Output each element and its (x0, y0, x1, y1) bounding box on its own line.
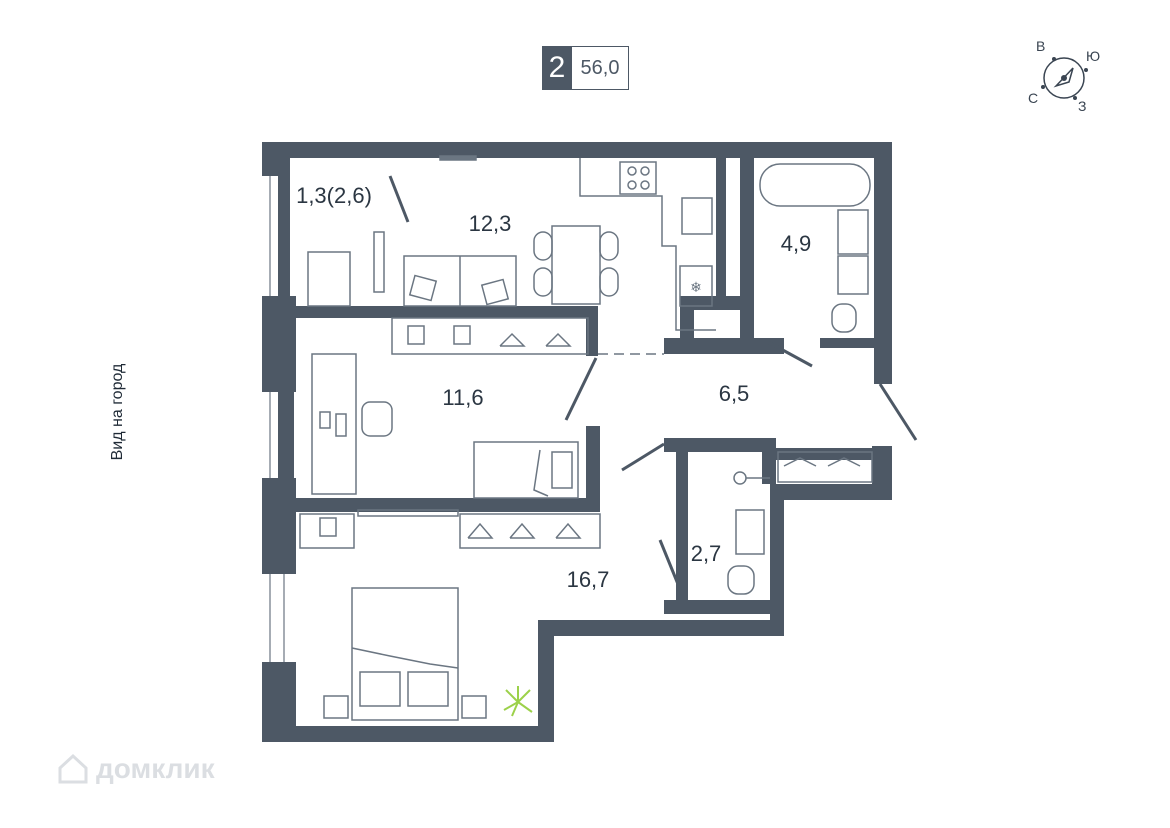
doors (388, 175, 918, 595)
watermark-text: домклик (96, 753, 215, 784)
room-area-living: 11,6 (442, 385, 484, 410)
compass-icon: В Ю З С (1024, 38, 1104, 118)
plant-icon (503, 686, 533, 717)
room-area-hall: 6,5 (718, 381, 750, 406)
compass-south: З (1078, 98, 1087, 114)
wardrobe-living (391, 317, 589, 355)
svg-text:❄: ❄ (690, 279, 702, 295)
shower-drain-icon (733, 471, 747, 485)
room-area-bedroom: 16,7 (566, 567, 610, 592)
wardrobe-bedroom (459, 513, 601, 549)
total-area: 56,0 (572, 46, 629, 90)
furniture: ❄ (299, 155, 873, 721)
bathtub (759, 163, 871, 207)
kitchen-sink-icon (681, 197, 713, 235)
house-icon (58, 753, 88, 784)
stove-icon (619, 161, 657, 195)
balcony-cabinet (307, 251, 351, 307)
room-count: 2 (542, 46, 572, 90)
fridge-icon (679, 265, 713, 307)
single-bed (473, 441, 579, 499)
interior-walls (278, 158, 876, 614)
wc-toilet-icon (727, 565, 755, 595)
office-chair (361, 401, 393, 437)
room-area-kitchen: 12,3 (468, 211, 512, 236)
room-area-wc: 2,7 (690, 541, 722, 566)
washing-machine-icon (837, 255, 869, 295)
compass-east: Ю (1086, 48, 1101, 64)
room-area-balcony: 1,3(2,6) (296, 183, 372, 208)
dining-table (551, 225, 601, 305)
room-area-bathroom: 4,9 (780, 231, 812, 256)
watermark-logo: домклик (56, 752, 215, 786)
desk (311, 353, 357, 495)
compass-rose (1041, 57, 1088, 100)
wc-sink-icon (735, 509, 765, 555)
bath-sink-icon (837, 209, 869, 255)
bath-toilet-icon (831, 303, 857, 333)
compass-west: С (1028, 90, 1039, 106)
apartment-badge: 2 56,0 (542, 46, 629, 90)
compass-north: В (1036, 38, 1046, 54)
double-bed (351, 587, 459, 721)
